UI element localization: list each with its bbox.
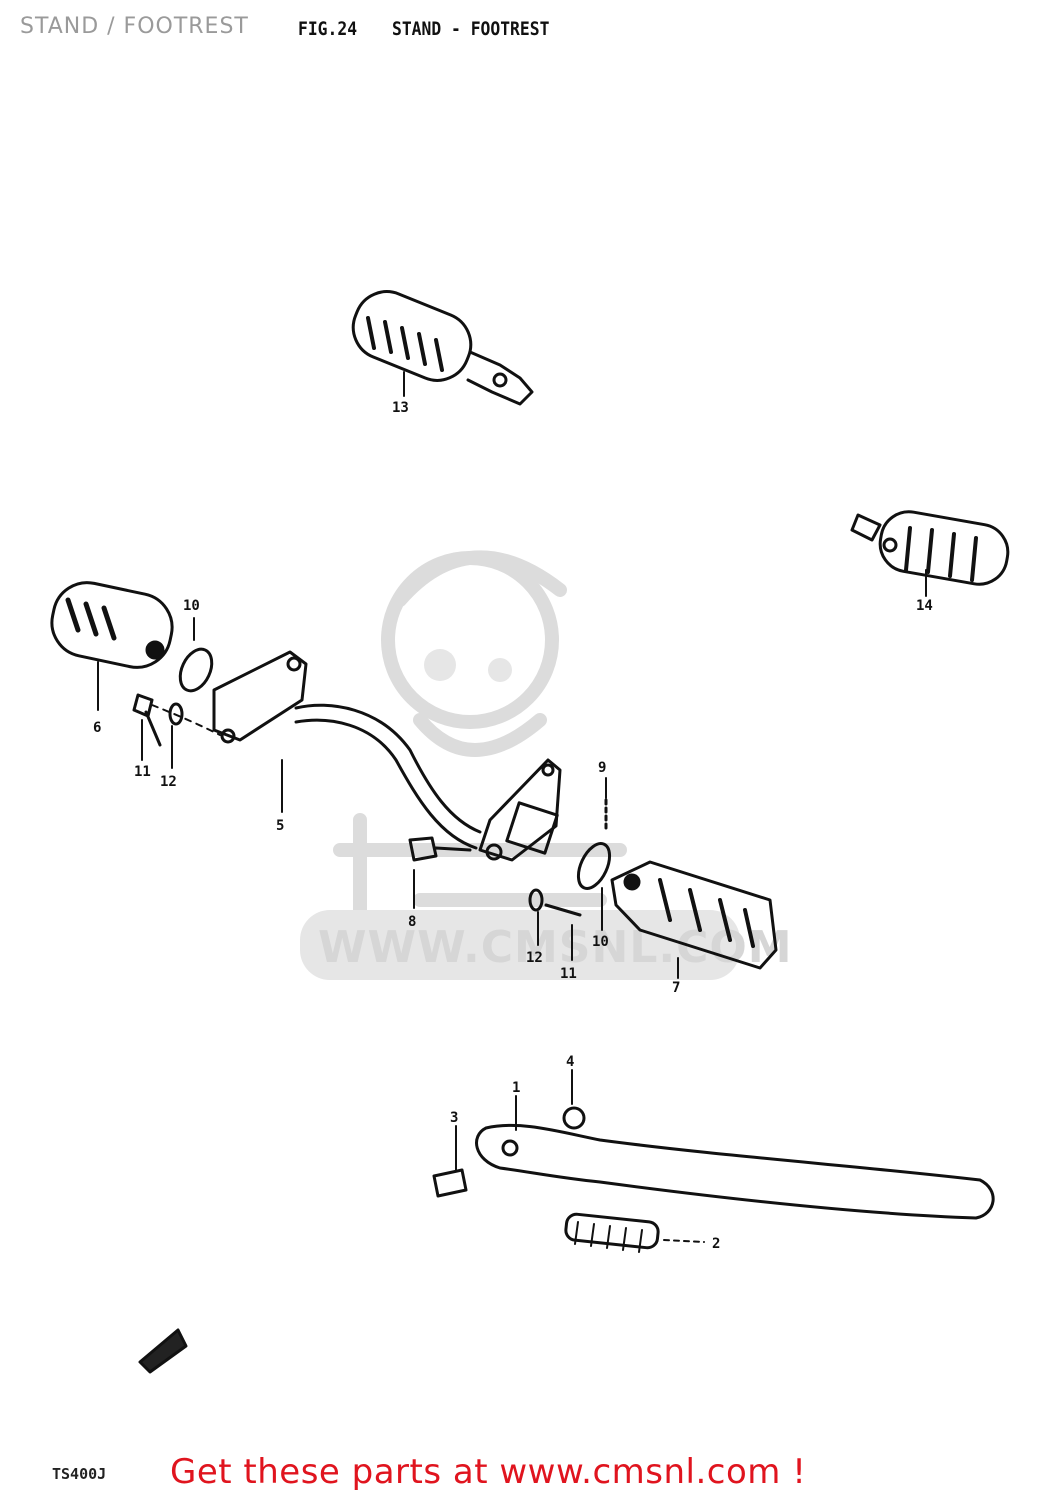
side-stand-1-drawing — [432, 1106, 995, 1253]
callout-7: 7 — [672, 980, 680, 996]
washer-12-right — [528, 888, 544, 912]
footrest-13-drawing — [351, 290, 534, 406]
callout-4: 4 — [566, 1054, 574, 1070]
callout-6: 6 — [93, 720, 101, 736]
callout-9: 9 — [598, 760, 606, 776]
callout-5: 5 — [276, 818, 284, 834]
front-arrow-icon — [138, 1328, 188, 1374]
bolt-11-right — [544, 903, 582, 917]
callout-2: 2 — [712, 1236, 720, 1252]
figure-subject: STAND - FOOTREST — [392, 18, 550, 40]
washer-12-left — [168, 702, 184, 726]
washer-10-right — [576, 842, 612, 890]
callout-13: 13 — [392, 400, 409, 416]
footrest-7-drawing — [610, 860, 778, 970]
watermark-url: WWW.CMSNL.COM — [318, 922, 793, 973]
figure-number: FIG.24 — [298, 18, 358, 40]
washer-10-left — [178, 647, 214, 693]
callout-12-left: 12 — [160, 774, 177, 790]
callout-1: 1 — [512, 1080, 520, 1096]
callout-8: 8 — [408, 914, 416, 930]
callout-11-left: 11 — [134, 764, 151, 780]
footrest-bar-5-drawing — [212, 650, 562, 862]
footrest-14-drawing — [850, 510, 1010, 586]
page-title: STAND / FOOTREST — [20, 14, 249, 39]
callout-11-right: 11 — [560, 966, 577, 982]
callout-12-right: 12 — [526, 950, 543, 966]
model-code: TS400J — [52, 1465, 107, 1483]
callout-3: 3 — [450, 1110, 458, 1126]
bolt-11-left — [132, 693, 162, 747]
get-parts-link[interactable]: Get these parts at www.cmsnl.com ! — [170, 1452, 807, 1492]
callout-10-left: 10 — [183, 598, 200, 614]
callout-14: 14 — [916, 598, 933, 614]
callout-10-right: 10 — [592, 934, 609, 950]
footrest-6-drawing — [50, 581, 174, 669]
pin-8 — [408, 836, 472, 862]
